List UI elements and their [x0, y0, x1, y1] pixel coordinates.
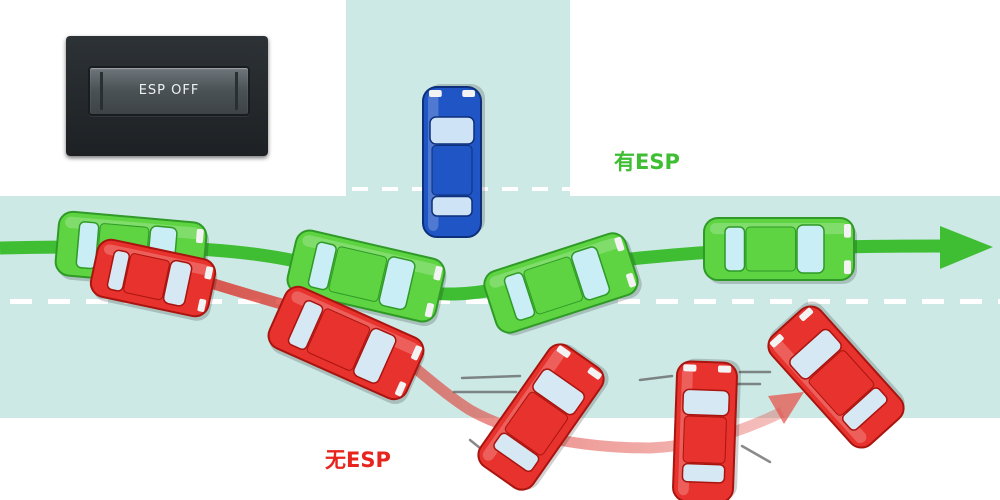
lane-dash [808, 299, 830, 304]
car-headlight [683, 364, 697, 372]
lane-dash [998, 299, 1000, 304]
lane-dash [846, 299, 868, 304]
car-roof [808, 350, 875, 416]
stop-line-dash [382, 187, 398, 191]
esp-switch-panel: ESP OFF [66, 36, 268, 156]
lane-dash [922, 299, 944, 304]
car-rear-window [503, 272, 536, 321]
car-rear-window [106, 249, 130, 292]
car-blue [422, 84, 485, 238]
car-roof [123, 253, 170, 301]
car-roof [682, 415, 727, 464]
car-roof [523, 256, 584, 315]
lane-dash [732, 299, 754, 304]
cars [54, 84, 905, 500]
stop-line-dash [352, 187, 368, 191]
car-windshield [570, 246, 611, 301]
lane-dash [694, 299, 716, 304]
car-windshield [789, 328, 842, 380]
lane-dash [86, 299, 108, 304]
car-windshield [378, 256, 416, 311]
skid-mark [638, 374, 674, 382]
with-esp-label: 有ESP [614, 150, 680, 174]
car-roof [306, 308, 371, 371]
button-seam-left [100, 72, 103, 110]
car-windshield [429, 116, 475, 145]
car-green-3 [483, 232, 642, 336]
car-rear-window [287, 299, 324, 351]
car-roof [504, 391, 568, 456]
stop-line-dash [532, 187, 548, 191]
car-headlight [204, 266, 214, 280]
lane-dash [884, 299, 906, 304]
car-headlight [626, 272, 637, 288]
car-headlight [424, 302, 435, 318]
esp-off-label: ESP OFF [138, 83, 200, 98]
car-headlight [799, 307, 814, 322]
without-esp-arrowhead [768, 392, 804, 424]
lane-dash [48, 299, 70, 304]
lane-dash [618, 299, 640, 304]
car-rear-window [841, 387, 888, 431]
stop-line-dash [502, 187, 518, 191]
car-windshield [682, 388, 730, 417]
car-headlight [844, 260, 851, 274]
car-headlight [614, 236, 625, 252]
lane-dash [770, 299, 792, 304]
lane-dash [466, 299, 488, 304]
car-windshield [162, 259, 193, 307]
car-roof [745, 226, 796, 272]
car-roof [328, 246, 388, 302]
car-rear-window [493, 432, 540, 473]
car-headlight [769, 334, 784, 348]
esp-off-button[interactable]: ESP OFF [88, 66, 250, 116]
stop-line-dash [412, 187, 428, 191]
car-headlight [462, 90, 475, 97]
car-rear-window [75, 221, 100, 270]
car-headlight [556, 345, 571, 358]
lane-dash [10, 299, 32, 304]
car-windshield [532, 368, 585, 416]
car-headlight [433, 265, 443, 281]
car-green-4 [703, 217, 857, 284]
car-headlight [717, 365, 732, 373]
car-red-4 [672, 358, 742, 500]
car-headlight [197, 298, 207, 312]
lane-dash [200, 299, 222, 304]
car-headlight [429, 90, 442, 97]
car-red-5 [767, 301, 905, 449]
car-red-1 [89, 238, 218, 321]
with-esp-arrowhead [940, 226, 993, 269]
car-headlight [195, 228, 204, 244]
car-headlight [587, 367, 602, 380]
lane-dash [656, 299, 678, 304]
car-rear-window [431, 195, 473, 217]
car-rear-window [681, 462, 726, 484]
skid-mark [740, 444, 772, 464]
car-roof [431, 145, 473, 196]
car-red-2 [267, 285, 425, 405]
car-windshield [353, 327, 397, 384]
lane-dash [238, 299, 260, 304]
car-windshield [796, 224, 825, 274]
lane-dash [960, 299, 982, 304]
car-headlight [844, 224, 851, 238]
skid-mark [460, 374, 522, 380]
car-rear-window [724, 226, 746, 272]
car-headlight [411, 345, 423, 361]
button-seam-right [235, 72, 238, 110]
car-rear-window [307, 241, 337, 291]
car-red-3 [477, 343, 609, 491]
car-headlight [395, 381, 407, 397]
without-esp-label: 无ESP [325, 448, 391, 472]
stop-line-dash [562, 187, 578, 191]
